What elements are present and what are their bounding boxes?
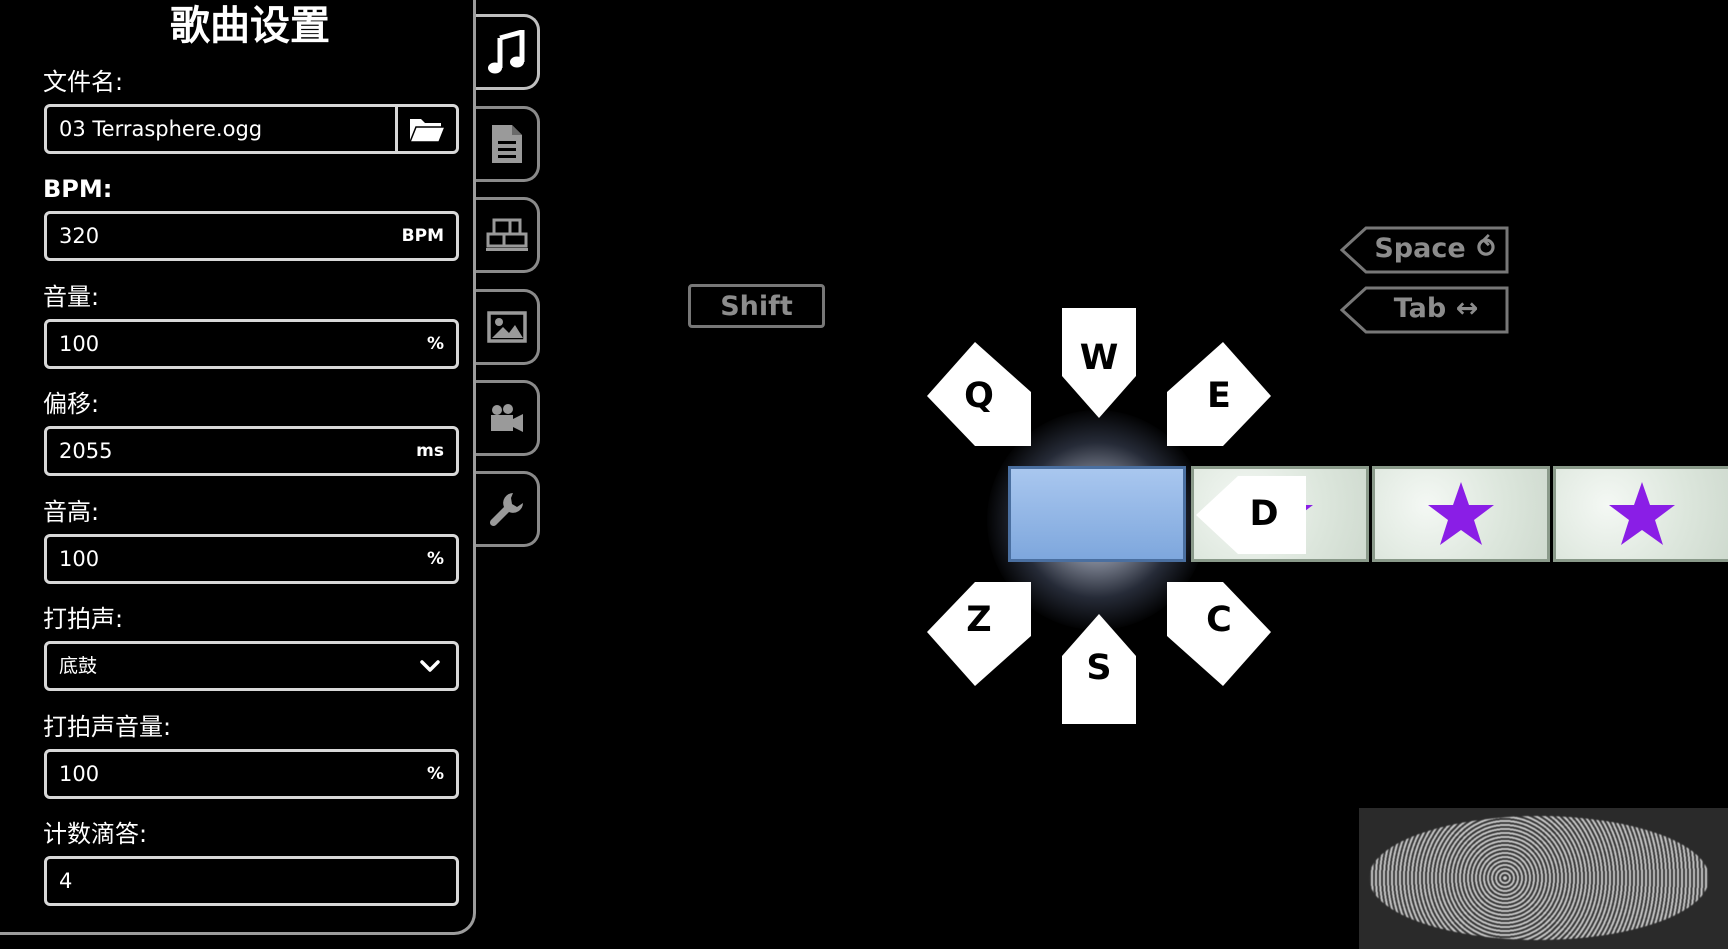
offset-label: 偏移: [43, 390, 100, 418]
key-q[interactable]: Q [925, 340, 1033, 448]
hitsound-volume-field[interactable]: 100 % [44, 749, 459, 799]
folder-open-icon [408, 119, 447, 143]
key-w[interactable]: W [1058, 306, 1140, 420]
key-z-label: Z [966, 600, 992, 640]
tab-song[interactable] [476, 14, 540, 90]
chevron-down-icon [420, 660, 440, 672]
bpm-unit: BPM [401, 226, 444, 246]
volume-value: 100 [59, 332, 100, 356]
pitch-value: 100 [59, 547, 100, 571]
key-q-label: Q [964, 376, 994, 416]
countdown-ticks-label: 计数滴答: [43, 820, 148, 848]
key-s-label: S [1086, 648, 1112, 688]
shift-key-label: Shift [688, 284, 825, 328]
tab-video[interactable] [476, 380, 540, 456]
tab-key-text: Tab ↔ [1393, 293, 1479, 324]
hitsound-volume-label: 打拍声音量: [43, 713, 172, 741]
filename-label: 文件名: [43, 68, 124, 96]
space-key-label: Space ⥀ [1340, 226, 1510, 274]
offset-value: 2055 [59, 439, 113, 463]
key-d-label: D [1249, 494, 1279, 534]
hit-cell [1008, 466, 1186, 562]
image-icon [486, 311, 527, 343]
pitch-field[interactable]: 100 % [44, 534, 459, 584]
panel-title: 歌曲设置 [170, 3, 330, 49]
countdown-ticks-field[interactable]: 4 [44, 856, 459, 906]
hitsound-label: 打拍声: [43, 605, 124, 633]
star-tile [1372, 466, 1550, 562]
star-icon [1428, 482, 1494, 545]
tab-layout[interactable] [476, 197, 540, 273]
video-preview [1359, 808, 1728, 949]
note-track [1008, 466, 1728, 562]
key-e[interactable]: E [1165, 340, 1273, 448]
music-note-icon [487, 30, 524, 74]
browse-folder-button[interactable] [395, 107, 456, 151]
tab-background-image[interactable] [476, 289, 540, 365]
filename-field[interactable]: 03 Terrasphere.ogg [44, 104, 459, 154]
volume-label: 音量: [43, 283, 100, 311]
key-c[interactable]: C [1165, 580, 1273, 688]
key-c-label: C [1206, 600, 1232, 640]
pitch-label: 音高: [43, 498, 100, 526]
pitch-unit: % [426, 549, 444, 569]
bpm-field[interactable]: 320 BPM [44, 211, 459, 261]
key-z[interactable]: Z [925, 580, 1033, 688]
tab-tools[interactable] [476, 471, 540, 547]
hitsound-value: 底鼓 [59, 655, 98, 677]
key-d[interactable]: D [1194, 474, 1308, 556]
countdown-ticks-value: 4 [59, 869, 73, 893]
tab-key-label: Tab ↔ [1340, 286, 1510, 334]
hitsound-select[interactable]: 底鼓 [44, 641, 459, 691]
layout-icon [485, 218, 528, 251]
bpm-label: BPM: [43, 175, 113, 203]
hitsound-volume-value: 100 [59, 762, 100, 786]
offset-field[interactable]: 2055 ms [44, 426, 459, 476]
bpm-value: 320 [59, 224, 100, 248]
document-icon [491, 125, 522, 163]
key-w-label: W [1079, 338, 1119, 378]
offset-unit: ms [416, 441, 444, 461]
star-tile [1553, 466, 1728, 562]
volume-field[interactable]: 100 % [44, 319, 459, 369]
key-s[interactable]: S [1058, 612, 1140, 726]
space-key-text: Space ⥀ [1374, 233, 1498, 264]
song-settings-panel: 歌曲设置 文件名: 03 Terrasphere.ogg BPM: 320 BP… [0, 0, 476, 935]
wrench-icon [489, 493, 523, 527]
preview-noise [1369, 816, 1709, 940]
filename-value: 03 Terrasphere.ogg [59, 117, 263, 141]
star-icon [1609, 482, 1675, 545]
volume-unit: % [426, 334, 444, 354]
tab-document[interactable] [476, 106, 540, 182]
video-camera-icon [490, 404, 523, 432]
hitsound-volume-unit: % [426, 764, 444, 784]
key-e-label: E [1207, 376, 1231, 416]
